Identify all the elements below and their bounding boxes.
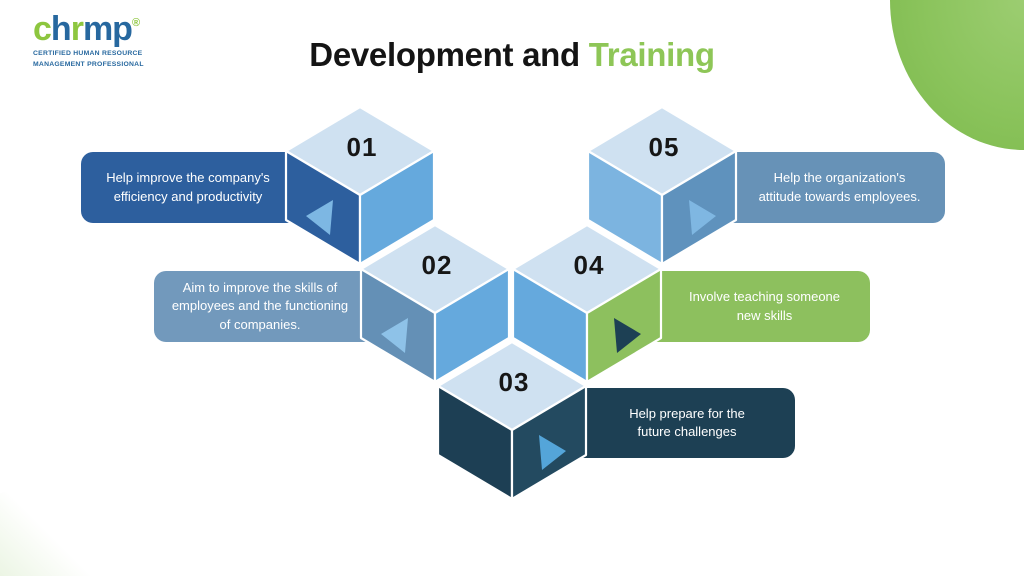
cube-05: 05 — [586, 105, 738, 266]
logo-letters: chrmp — [33, 10, 133, 48]
logo-tagline: CERTIFIED HUMAN RESOURCE MANAGEMENT PROF… — [33, 49, 144, 70]
title-highlight: Training — [588, 36, 715, 73]
info-box-05: Help the organization's attitude towards … — [700, 152, 945, 223]
cube-02: 02 — [359, 223, 511, 384]
logo-letter: p — [112, 10, 133, 48]
cube-01: 01 — [284, 105, 436, 266]
info-box-line: Aim to improve the skills of — [182, 279, 338, 295]
cube-03: 03 — [436, 340, 588, 501]
info-box-line: employees and the functioning — [171, 298, 349, 314]
logo-tagline-line1: CERTIFIED HUMAN RESOURCE — [33, 50, 143, 57]
cube-02-play-arrow-icon — [381, 318, 408, 353]
cube-03-number: 03 — [499, 367, 530, 397]
logo-wordmark: chrmp® — [33, 12, 144, 46]
registered-trademark-icon: ® — [131, 17, 141, 29]
page-title: Development and Training — [0, 36, 1024, 74]
info-box-line: Help improve the company's — [106, 170, 270, 185]
info-box-line: future challenges — [637, 424, 737, 439]
cube-02-right-face — [433, 267, 511, 384]
info-box-04: Involve teaching someone new skills — [625, 271, 870, 342]
info-box-line: of companies. — [219, 316, 301, 332]
cube-02-number: 02 — [422, 250, 453, 280]
logo-letter: m — [82, 10, 113, 48]
info-box-line: efficiency and productivity — [113, 188, 263, 204]
info-box-line: Help prepare for the — [629, 405, 745, 421]
cube-03-play-arrow-icon — [539, 435, 566, 470]
info-box-line: new skills — [736, 307, 793, 323]
info-box-line: attitude towards employees. — [758, 188, 921, 204]
logo-letter: r — [70, 10, 84, 48]
logo-tagline-line2: MANAGEMENT PROFESSIONAL — [33, 60, 144, 68]
cube-04-play-arrow-icon — [614, 318, 641, 353]
chrmp-logo: chrmp® CERTIFIED HUMAN RESOURCE MANAGEME… — [33, 12, 144, 70]
info-box-02: Aim to improve the skills of employees an… — [154, 271, 400, 342]
cube-05-number: 05 — [649, 132, 680, 162]
cube-01-number: 01 — [347, 132, 378, 162]
logo-letter: h — [50, 10, 72, 48]
cube-04: 04 — [511, 223, 663, 384]
cube-01-play-arrow-icon — [306, 200, 333, 235]
logo-letter: c — [33, 10, 52, 48]
cube-05-play-arrow-icon — [689, 200, 716, 235]
cube-04-number: 04 — [574, 250, 605, 280]
info-box-line: Involve teaching someone — [688, 289, 841, 304]
cube-01-right-face — [358, 149, 436, 266]
title-prefix: Development and — [309, 36, 589, 73]
info-box-line: Help the organization's — [773, 170, 906, 185]
